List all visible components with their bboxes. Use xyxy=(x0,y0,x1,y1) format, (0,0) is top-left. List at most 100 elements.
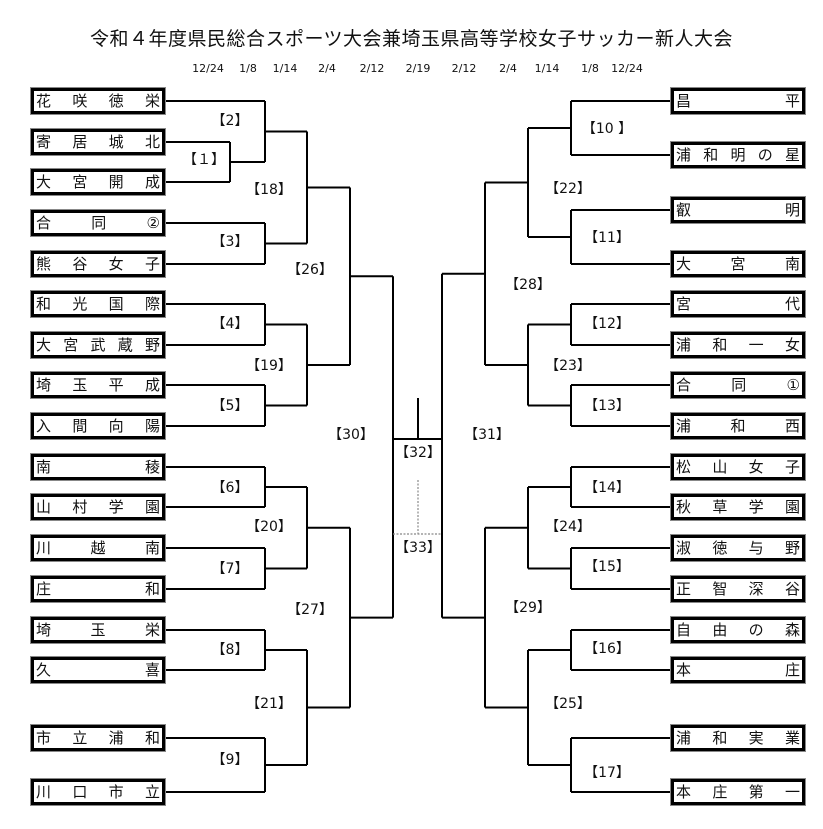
team-name-char: 女 xyxy=(108,254,124,273)
round-date: 1/14 xyxy=(272,62,298,75)
team-name-char: 寄 xyxy=(36,132,52,151)
team-name-char: 南 xyxy=(36,457,52,476)
team-name-char: 山 xyxy=(712,457,728,476)
team-box: 宮代 xyxy=(670,290,806,318)
match-number-label: 【33】 xyxy=(395,540,441,556)
team-name-char: 喜 xyxy=(144,660,160,679)
team-name-char: 陽 xyxy=(144,416,160,435)
team-name-char: 川 xyxy=(36,538,52,557)
team-name-char: 野 xyxy=(144,335,160,354)
team-box: 昌平 xyxy=(670,87,806,115)
team-name-char: 開 xyxy=(108,172,124,191)
match-number-label: 【4】 xyxy=(211,316,249,332)
team-name-char: 宮 xyxy=(72,172,88,191)
team-name-char: 北 xyxy=(144,132,160,151)
team-name-char: 徳 xyxy=(108,91,124,110)
team-box: 大宮開成 xyxy=(30,168,166,196)
team-name-char: 森 xyxy=(784,620,800,639)
team-name-char: 熊 xyxy=(36,254,52,273)
team-name-char: 久 xyxy=(36,660,52,679)
match-number-label: 【15】 xyxy=(584,559,630,575)
team-name-char: 浦 xyxy=(676,728,692,747)
team-box: 秋草学園 xyxy=(670,493,806,521)
team-name-char: 埼 xyxy=(36,375,52,394)
team-box: 自由の森 xyxy=(670,616,806,644)
team-name-char: 草 xyxy=(712,497,728,516)
team-name-char: 業 xyxy=(784,728,800,747)
team-name-char: 野 xyxy=(784,538,800,557)
round-date: 1/14 xyxy=(534,62,560,75)
team-name-char: 谷 xyxy=(72,254,88,273)
team-name-char: 和 xyxy=(144,728,160,747)
tournament-title: 令和４年度県民総合スポーツ大会兼埼玉県高等学校女子サッカー新人大会 xyxy=(89,28,734,50)
team-name-char: ② xyxy=(146,213,160,232)
team-name-char: 越 xyxy=(90,538,106,557)
team-name-char: 宮 xyxy=(63,335,79,354)
match-number-label: 【13】 xyxy=(584,398,630,414)
team-name-char: 埼 xyxy=(36,620,52,639)
team-name-char: 正 xyxy=(676,579,692,598)
match-number-label: 【29】 xyxy=(505,600,551,616)
team-name-char: 栄 xyxy=(144,91,160,110)
team-name-char: 明 xyxy=(730,145,746,164)
team-name-char: 南 xyxy=(144,538,160,557)
team-box: 本庄第一 xyxy=(670,778,806,806)
round-date: 2/12 xyxy=(359,62,385,75)
team-name-char: 浦 xyxy=(108,728,124,747)
team-name-char: 間 xyxy=(72,416,88,435)
match-number-label: 【16】 xyxy=(584,641,630,657)
team-box: 埼玉平成 xyxy=(30,371,166,399)
team-name-char: 居 xyxy=(72,132,88,151)
team-name-char: 園 xyxy=(784,497,800,516)
team-box: 松山女子 xyxy=(670,453,806,481)
team-name-char: 一 xyxy=(784,782,800,801)
match-number-label: 【18】 xyxy=(246,182,292,198)
team-name-char: 成 xyxy=(144,172,160,191)
team-name-char: 本 xyxy=(676,660,692,679)
team-name-char: 蔵 xyxy=(117,335,133,354)
team-name-char: 南 xyxy=(784,254,800,273)
team-box: 浦和西 xyxy=(670,412,806,440)
team-name-char: 智 xyxy=(712,579,728,598)
team-name-char: 大 xyxy=(36,172,52,191)
team-box: 浦和実業 xyxy=(670,724,806,752)
match-number-label: 【20】 xyxy=(246,519,292,535)
team-name-char: 光 xyxy=(72,294,88,313)
team-name-char: 子 xyxy=(144,254,160,273)
team-box: 庄和 xyxy=(30,575,166,603)
match-number-label: 【24】 xyxy=(545,519,591,535)
team-name-char: 谷 xyxy=(784,579,800,598)
team-box: 浦和明の星 xyxy=(670,141,806,169)
team-name-char: 叡 xyxy=(676,200,692,219)
match-number-label: 【19】 xyxy=(246,358,292,374)
team-name-char: 徳 xyxy=(712,538,728,557)
team-box: 浦和一女 xyxy=(670,331,806,359)
team-name-char: 立 xyxy=(144,782,160,801)
team-box: 大宮武蔵野 xyxy=(30,331,166,359)
match-number-label: 【10 】 xyxy=(581,121,633,137)
team-name-char: 国 xyxy=(108,294,124,313)
team-name-char: 秋 xyxy=(676,497,692,516)
team-name-char: 花 xyxy=(36,91,52,110)
team-box: 川越南 xyxy=(30,534,166,562)
match-number-label: 【28】 xyxy=(505,277,551,293)
team-name-char: 宮 xyxy=(676,294,692,313)
team-name-char: の xyxy=(748,620,764,639)
match-number-label: 【3】 xyxy=(211,234,249,250)
match-number-label: 【27】 xyxy=(287,602,333,618)
team-name-char: 和 xyxy=(712,728,728,747)
match-number-label: 【１】 xyxy=(183,152,225,168)
team-name-char: 武 xyxy=(90,335,106,354)
team-name-char: 浦 xyxy=(676,145,692,164)
team-box: 山村学園 xyxy=(30,493,166,521)
team-name-char: 入 xyxy=(36,416,52,435)
match-number-label: 【31】 xyxy=(464,427,510,443)
match-number-label: 【11】 xyxy=(584,230,630,246)
team-name-char: 際 xyxy=(144,294,160,313)
team-name-char: 市 xyxy=(36,728,52,747)
team-name-char: 浦 xyxy=(676,335,692,354)
match-number-label: 【17】 xyxy=(584,765,630,781)
team-name-char: 一 xyxy=(748,335,764,354)
team-box: 叡明 xyxy=(670,196,806,224)
